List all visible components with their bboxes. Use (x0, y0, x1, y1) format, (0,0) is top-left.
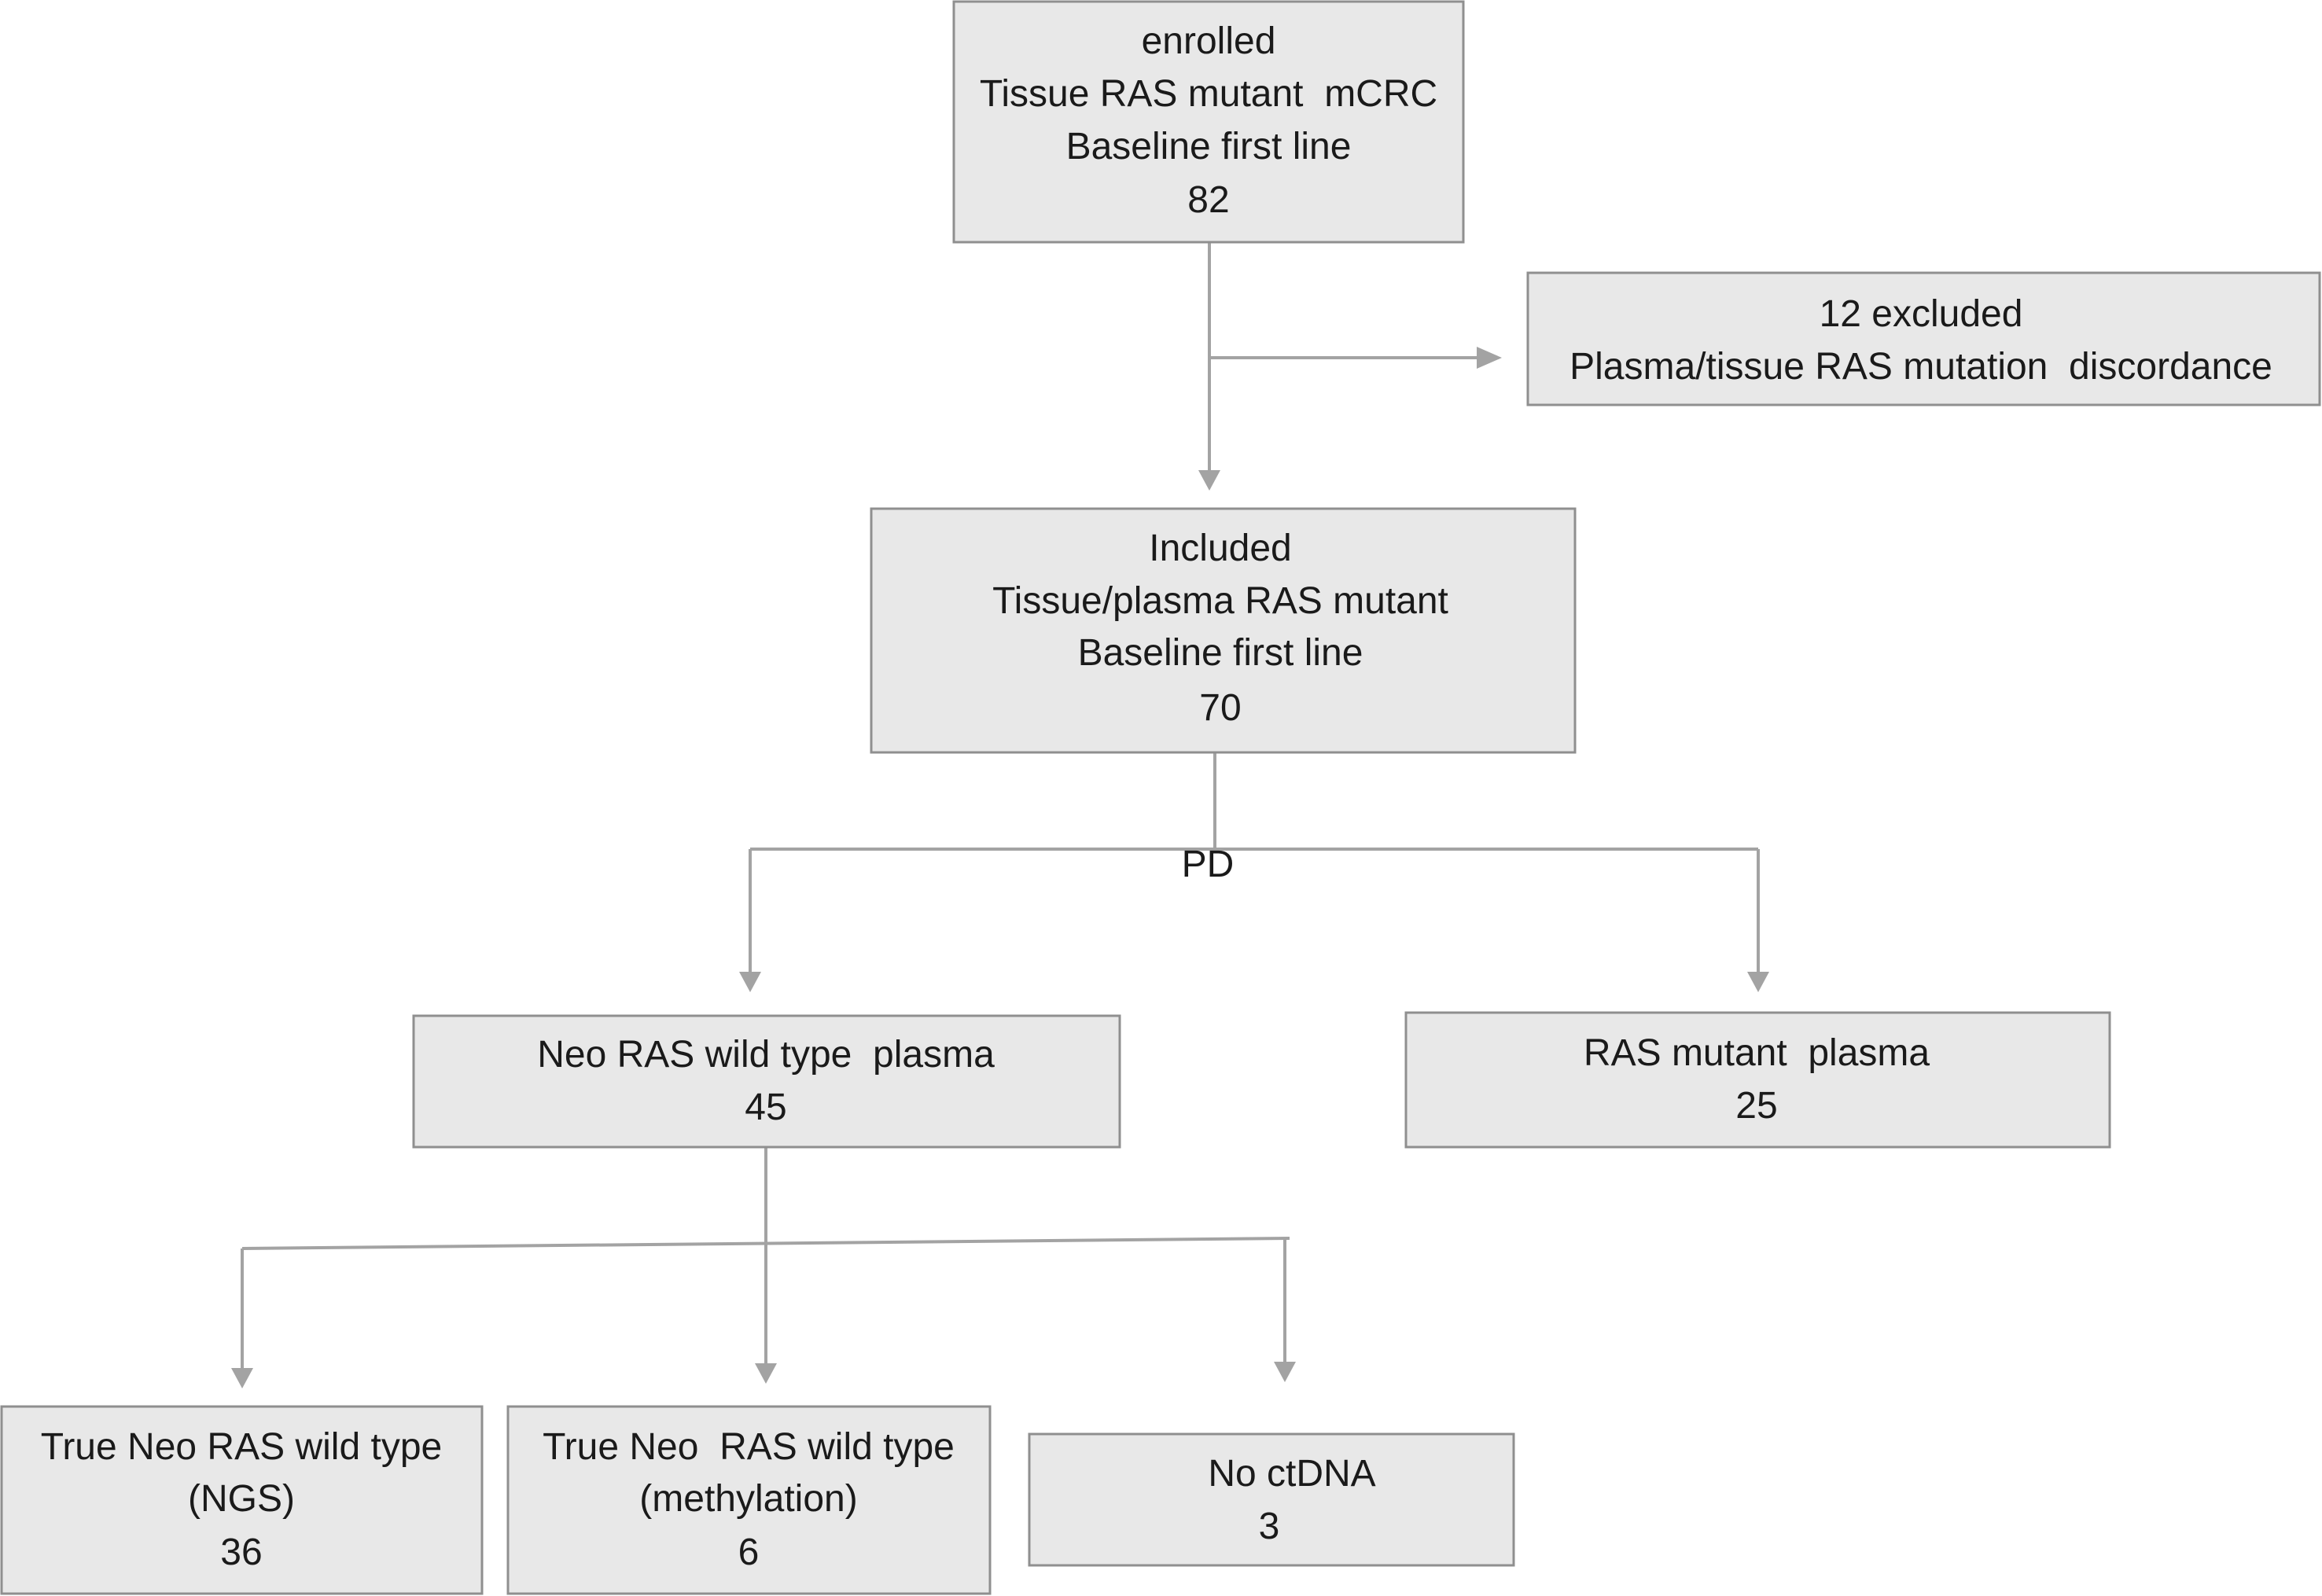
node-line: 12 excluded (1820, 293, 2023, 335)
node-line: True Neo RAS wild type (543, 1426, 955, 1468)
node-line: 45 (745, 1087, 786, 1128)
arrow-to-true-neo-methylation (755, 1363, 777, 1384)
node-line: (NGS) (188, 1478, 295, 1520)
node-line: Plasma/tissue RAS mutation discordance (1569, 346, 2272, 388)
node-line: Included (1149, 528, 1291, 569)
node-ras-mutant-plasma: RAS mutant plasma 25 (1404, 1011, 2111, 1149)
node-true-neo-ras-methylation: True Neo RAS wild type (methylation) 6 (506, 1405, 992, 1595)
node-line: Baseline first line (1066, 126, 1352, 167)
node-line: (methylation) (639, 1478, 857, 1520)
node-line: 82 (1187, 179, 1229, 221)
arrow-to-true-neo-ngs (231, 1368, 253, 1388)
node-line: No ctDNA (1208, 1453, 1375, 1495)
arrow-to-included (1198, 470, 1220, 491)
edge-label-pd: PD (1182, 844, 1235, 885)
node-line: enrolled (1142, 20, 1276, 62)
arrow-to-ras-mutant (1747, 972, 1769, 992)
arrow-to-excluded (1477, 347, 1502, 369)
node-enrolled: enrolled Tissue RAS mutant mCRC Baseline… (952, 0, 1465, 244)
node-no-ctdna: No ctDNA 3 (1028, 1432, 1515, 1567)
connectors (231, 242, 1769, 1388)
node-line: Neo RAS wild type plasma (537, 1034, 995, 1076)
node-line: Tissue/plasma RAS mutant (992, 580, 1448, 622)
node-neo-ras-wild-type-plasma: Neo RAS wild type plasma 45 (412, 1014, 1121, 1149)
node-true-neo-ras-ngs: True Neo RAS wild type (NGS) 36 (0, 1405, 484, 1595)
node-excluded: 12 excluded Plasma/tissue RAS mutation d… (1526, 271, 2321, 406)
arrow-to-no-ctdna (1274, 1362, 1296, 1382)
node-line: 25 (1735, 1085, 1777, 1127)
node-included: Included Tissue/plasma RAS mutant Baseli… (870, 507, 1577, 754)
node-line: 70 (1199, 687, 1241, 729)
node-line: Tissue RAS mutant mCRC (980, 73, 1437, 115)
node-line: 3 (1259, 1506, 1280, 1547)
arrow-to-neo-ras-wild-type (739, 972, 761, 992)
node-line: Baseline first line (1078, 632, 1363, 674)
node-line: True Neo RAS wild type (41, 1426, 442, 1468)
node-line: 36 (220, 1532, 262, 1573)
connector-neo-horizontal (241, 1237, 1290, 1250)
node-line: RAS mutant plasma (1584, 1032, 1930, 1074)
node-line: 6 (738, 1532, 760, 1573)
